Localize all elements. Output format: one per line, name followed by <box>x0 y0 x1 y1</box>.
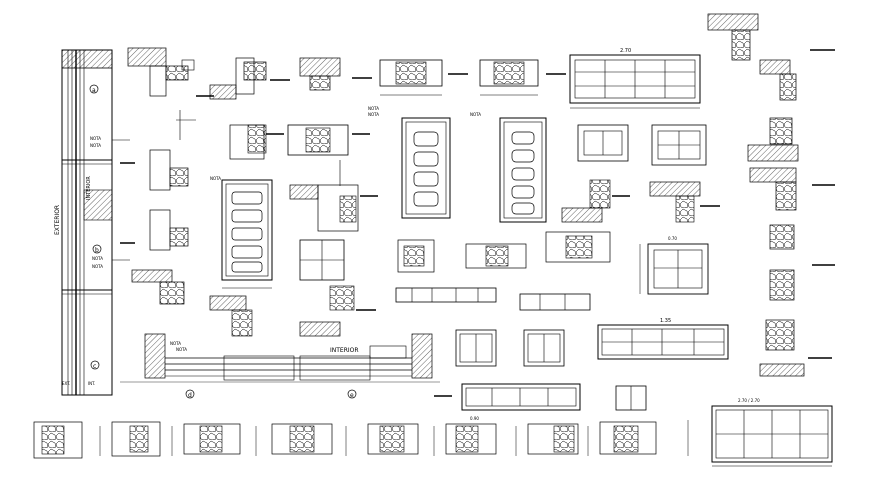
leader-label-bars <box>196 73 720 397</box>
nota-label-2: NOTA <box>90 143 101 148</box>
interior-label: INTERIOR <box>330 347 359 354</box>
marker-circle-d <box>185 389 195 399</box>
door-elevation-middle: NOTA NOTA <box>368 106 451 219</box>
interior-vertical-label: INTERIOR <box>86 176 92 200</box>
window-elevation-lower: 1.35 <box>455 318 729 367</box>
window-band-bottom <box>461 383 647 411</box>
marker-a-text: a <box>92 87 96 94</box>
nota-label-1: NOTA <box>90 136 101 141</box>
dimension-top: 2.70 <box>620 48 631 54</box>
plan-nota-1: NOTA <box>170 341 181 346</box>
door-elevation-left: NOTA <box>210 176 273 289</box>
marker-e-text: e <box>350 392 354 399</box>
ext-label: EXT. <box>62 381 70 386</box>
marker-b-text: b <box>95 247 99 254</box>
door-mid-nota-1: NOTA <box>368 106 379 111</box>
window-elevation-bottom-right: 2.70 / 2.70 <box>711 398 833 467</box>
vertical-wall-section: a b c EXTERIOR INTERIOR NOTA NOTA NOTA N… <box>54 49 135 396</box>
dimension-lower: 1.35 <box>660 318 671 324</box>
int-label: INT. <box>88 381 95 386</box>
jamb-details-column-left <box>127 47 196 305</box>
top-row-details <box>209 57 539 100</box>
window-details-right-center: 0.70 <box>561 124 709 295</box>
nota-label-3: NOTA <box>92 256 103 261</box>
plan-nota-2: NOTA <box>176 347 187 352</box>
section-details-center-row <box>395 231 611 311</box>
marker-d-text: d <box>188 392 192 399</box>
door-left-nota: NOTA <box>210 176 221 181</box>
marker-circle-b <box>92 244 102 254</box>
marker-circle-a <box>89 84 99 94</box>
door-elevation-right: NOTA <box>470 112 547 223</box>
floor-plan-strip: INTERIOR NOTA NOTA d e <box>120 333 440 399</box>
door-mid-nota-2: NOTA <box>368 112 379 117</box>
section-details-middle <box>209 124 359 337</box>
dimension-bottom-mid: 0.90 <box>470 416 479 421</box>
marker-circle-e <box>347 389 357 399</box>
nota-label-4: NOTA <box>92 264 103 269</box>
marker-c-text: c <box>93 363 96 370</box>
exterior-label: EXTERIOR <box>54 205 61 235</box>
jamb-details-column-right <box>707 13 835 377</box>
door-right-nota: NOTA <box>470 112 481 117</box>
dimension-bottom-right: 2.70 / 2.70 <box>738 398 760 403</box>
window-elevation-top: 2.70 <box>569 48 701 109</box>
dimension-window-right: 0.70 <box>668 236 677 241</box>
bottom-row-details: 0.90 <box>33 416 689 459</box>
marker-circle-c <box>90 360 100 370</box>
